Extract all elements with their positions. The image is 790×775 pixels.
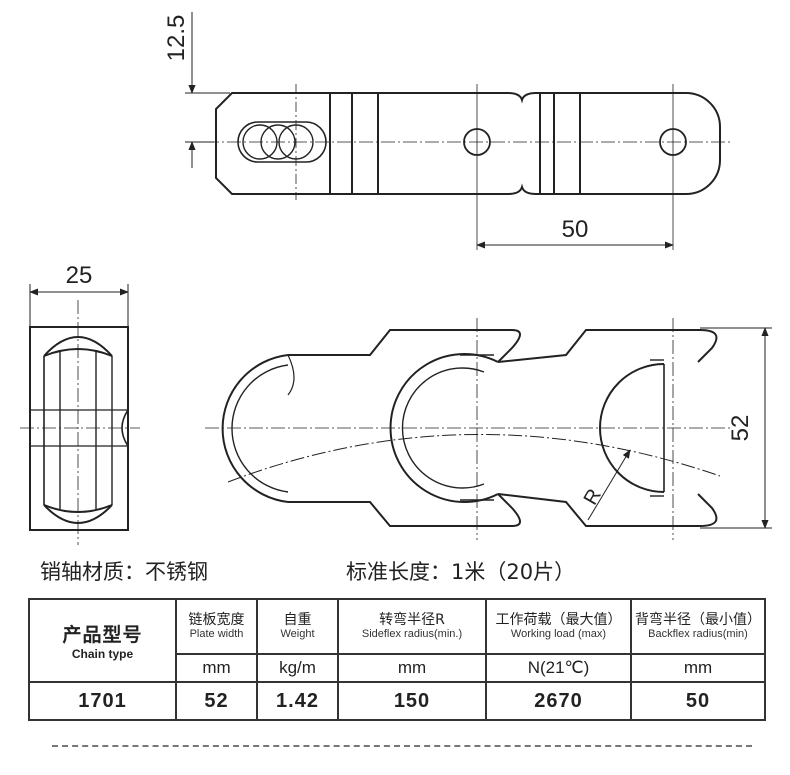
dim-label-25: 25 (66, 262, 93, 289)
unit-backflex-radius: mm (630, 653, 766, 683)
header-working-load: 工作荷载（最大值） Working load (max) (485, 598, 632, 655)
header-chain-type: 产品型号 Chain type (28, 598, 177, 683)
table-row: 1701 52 1.42 150 2670 50 (28, 681, 766, 721)
dim-plate-width (700, 327, 772, 529)
cell-chain-type: 1701 (28, 681, 177, 721)
top-view (205, 84, 730, 250)
dim-label-52: 52 (727, 415, 754, 442)
unit-working-load: N(21℃) (485, 653, 632, 683)
pin-material-note: 销轴材质：不锈钢 (40, 560, 208, 584)
cell-plate-width: 52 (175, 681, 258, 721)
standard-length-note: 标准长度：1米（20片） (346, 560, 576, 584)
cell-sideflex-radius: 150 (337, 681, 487, 721)
dim-label-50: 50 (562, 216, 589, 243)
header-plate-width: 链板宽度 Plate width (175, 598, 258, 655)
cell-weight: 1.42 (256, 681, 339, 721)
header-backflex-radius: 背弯半径（最小值） Backflex radius(min) (630, 598, 766, 655)
header-weight: 自重 Weight (256, 598, 339, 655)
side-view (205, 318, 730, 540)
table-header-row: 产品型号 Chain type 链板宽度 Plate width 自重 Weig… (28, 598, 766, 683)
spec-table: 产品型号 Chain type 链板宽度 Plate width 自重 Weig… (28, 598, 766, 721)
radius-leader (587, 449, 631, 521)
unit-weight: kg/m (256, 653, 339, 683)
radius-label: R (580, 485, 606, 509)
dim-width (29, 284, 129, 327)
unit-sideflex-radius: mm (337, 653, 487, 683)
table-unit-row: mm kg/m mm N(21℃) mm (29, 653, 766, 683)
dim-height (185, 12, 230, 168)
dashed-divider (52, 745, 752, 747)
cell-backflex-radius: 50 (630, 681, 766, 721)
header-sideflex-radius: 转弯半径R Sideflex radius(min.) (337, 598, 487, 655)
technical-drawing: 12.5 50 25 (20, 12, 772, 545)
unit-plate-width: mm (175, 653, 258, 683)
end-view (20, 300, 140, 545)
dim-label-12-5: 12.5 (163, 15, 190, 62)
cell-working-load: 2670 (485, 681, 632, 721)
